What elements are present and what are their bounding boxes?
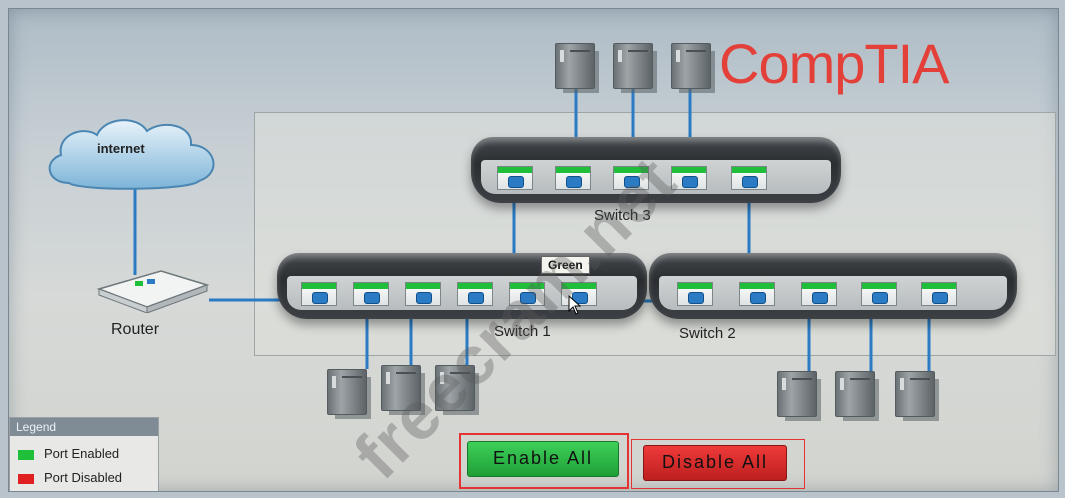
enable-all-button[interactable]: Enable All	[467, 441, 619, 477]
switch-2[interactable]	[649, 253, 1017, 319]
switch-1-label: Switch 1	[494, 323, 551, 340]
switch2-port-3[interactable]	[801, 282, 837, 306]
internet-cloud-icon	[48, 119, 215, 190]
switch1-port-3[interactable]	[405, 282, 441, 306]
internet-label: internet	[97, 141, 145, 156]
disable-all-highlight	[631, 439, 805, 489]
switch1-port-4[interactable]	[457, 282, 493, 306]
switch3-port-4[interactable]	[671, 166, 707, 190]
switch2-port-4[interactable]	[861, 282, 897, 306]
comptia-logo: CompTIA	[719, 32, 949, 95]
legend-box: Legend Port Enabled Port Disabled	[9, 417, 159, 491]
switch-2-label: Switch 2	[679, 325, 736, 342]
server-top-1[interactable]	[555, 43, 595, 89]
server-switch2-3[interactable]	[895, 371, 935, 417]
port-enabled-swatch-icon	[18, 449, 34, 460]
switch2-port-5[interactable]	[921, 282, 957, 306]
server-switch1-2[interactable]	[381, 365, 421, 411]
server-switch1-3[interactable]	[435, 365, 475, 411]
legend-item-enabled: Port Enabled	[18, 446, 119, 461]
switch1-port-2[interactable]	[353, 282, 389, 306]
mouse-cursor-icon	[568, 295, 582, 315]
legend-enabled-label: Port Enabled	[44, 446, 120, 461]
switch2-port-2[interactable]	[739, 282, 775, 306]
server-switch2-1[interactable]	[777, 371, 817, 417]
switch1-port-5[interactable]	[509, 282, 545, 306]
port-disabled-swatch-icon	[18, 473, 34, 484]
server-top-2[interactable]	[613, 43, 653, 89]
legend-disabled-label: Port Disabled	[44, 470, 123, 485]
switch-3-label: Switch 3	[594, 207, 651, 224]
switch1-port-6[interactable]	[561, 282, 597, 306]
switch3-port-1[interactable]	[497, 166, 533, 190]
switch3-port-2[interactable]	[555, 166, 591, 190]
legend-title: Legend	[10, 418, 158, 436]
server-switch2-2[interactable]	[835, 371, 875, 417]
server-switch1-1[interactable]	[327, 369, 367, 415]
switch1-port-1[interactable]	[301, 282, 337, 306]
disable-all-button[interactable]: Disable All	[643, 445, 787, 481]
router-label: Router	[111, 321, 160, 338]
server-top-3[interactable]	[671, 43, 711, 89]
switch-1[interactable]	[277, 253, 647, 319]
enable-all-highlight	[459, 433, 629, 489]
switch3-port-3[interactable]	[613, 166, 649, 190]
legend-item-disabled: Port Disabled	[18, 470, 122, 485]
switch3-port-5[interactable]	[731, 166, 767, 190]
network-diagram-window: internet Router Switch 3 Green	[8, 8, 1059, 492]
router-icon[interactable]	[91, 267, 211, 313]
port-status-tooltip: Green	[541, 256, 590, 274]
switch-3[interactable]	[471, 137, 841, 203]
switch2-port-1[interactable]	[677, 282, 713, 306]
